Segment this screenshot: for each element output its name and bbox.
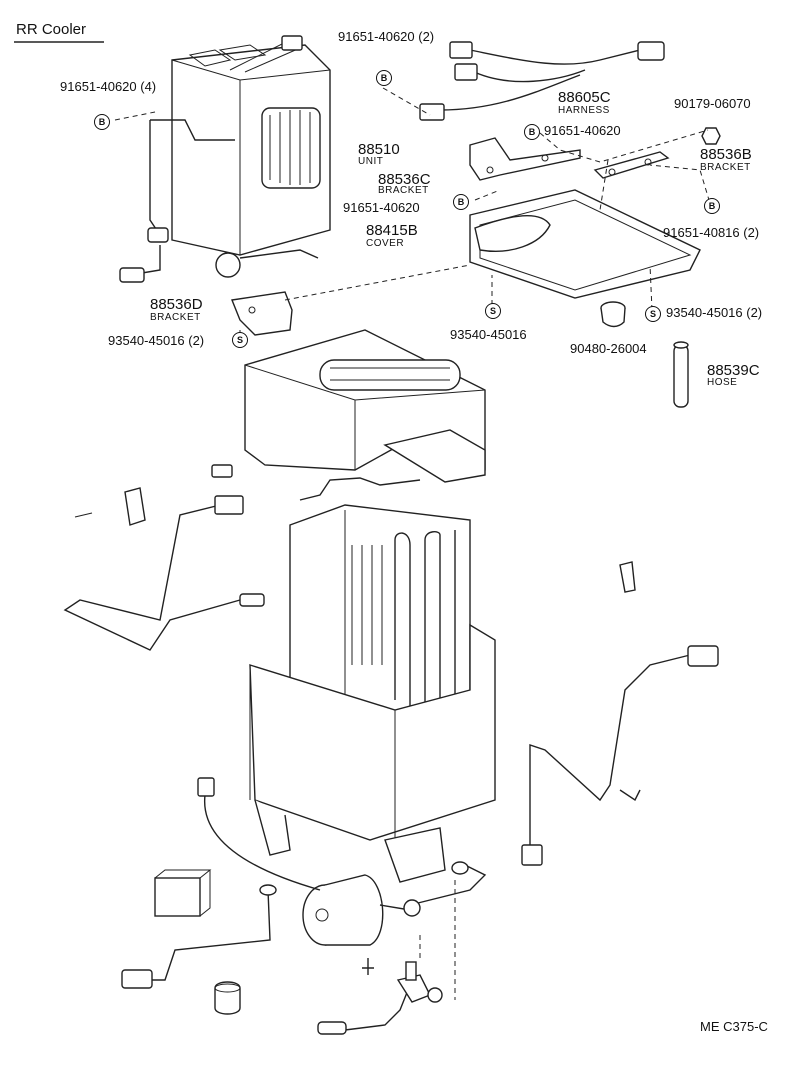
- label-93540-45016-2a: 93540-45016 (2): [108, 333, 205, 348]
- label-88539c-sub: HOSE: [707, 377, 738, 388]
- leader-lines: [114, 87, 713, 335]
- marker-s: S: [485, 303, 501, 319]
- left-harness: [63, 464, 265, 651]
- label-88536b-sub: BRACKET: [700, 162, 751, 173]
- label-90179-06070: 90179-06070: [674, 96, 751, 111]
- label-88510-sub: UNIT: [358, 156, 384, 167]
- label-91651-40620-4: 91651-40620 (4): [60, 79, 157, 94]
- nut-90179-06070: [701, 127, 721, 145]
- label-91651-40620-b: 91651-40620: [343, 200, 420, 215]
- cooler-case-upper: [244, 329, 486, 483]
- grommet-90480-26004: [600, 301, 626, 328]
- diagram-code: ME C375-C: [700, 1019, 768, 1034]
- marker-s: S: [645, 306, 661, 322]
- label-88536b: 88536B: [700, 146, 752, 163]
- hose-88539c: [673, 341, 689, 408]
- label-88536d: 88536D: [150, 296, 203, 313]
- right-harness: [521, 561, 719, 866]
- label-88415b: 88415B: [366, 222, 418, 239]
- label-88536c: 88536C: [378, 171, 431, 188]
- marker-b: B: [704, 198, 720, 214]
- marker-b: B: [94, 114, 110, 130]
- bracket-88536c: [469, 137, 581, 181]
- label-88510: 88510: [358, 141, 400, 158]
- cover-88415b: [469, 189, 701, 299]
- harness-88605c: [419, 41, 665, 121]
- label-88536c-sub: BRACKET: [378, 185, 429, 196]
- label-90480-26004: 90480-26004: [570, 341, 647, 356]
- diagram-title: RR Cooler: [16, 21, 87, 38]
- small-parts: [154, 869, 374, 1015]
- bracket-88536d: [231, 291, 293, 336]
- label-88536d-sub: BRACKET: [150, 312, 201, 323]
- label-88415b-sub: COVER: [366, 238, 405, 249]
- cooler-case-lower: [249, 623, 496, 883]
- label-91651-40816-2: 91651-40816 (2): [663, 225, 760, 240]
- blower-motor: [302, 874, 411, 946]
- refrigerant-pipes: [121, 777, 487, 1035]
- marker-s: S: [232, 332, 248, 348]
- label-93540-45016-2b: 93540-45016 (2): [666, 305, 763, 320]
- label-88605c-sub: HARNESS: [558, 105, 610, 116]
- bracket-88536b: [593, 151, 670, 179]
- label-91651-40620-2: 91651-40620 (2): [338, 29, 435, 44]
- label-91651-40620-a: 91651-40620: [544, 123, 621, 138]
- evaporator-core: [289, 477, 471, 726]
- marker-b: B: [376, 70, 392, 86]
- cooler-unit-88510: [119, 35, 331, 283]
- label-88539c: 88539C: [707, 362, 760, 379]
- marker-b: B: [524, 124, 540, 140]
- label-93540-45016: 93540-45016: [450, 327, 527, 342]
- marker-b: B: [453, 194, 469, 210]
- label-88605c: 88605C: [558, 89, 611, 106]
